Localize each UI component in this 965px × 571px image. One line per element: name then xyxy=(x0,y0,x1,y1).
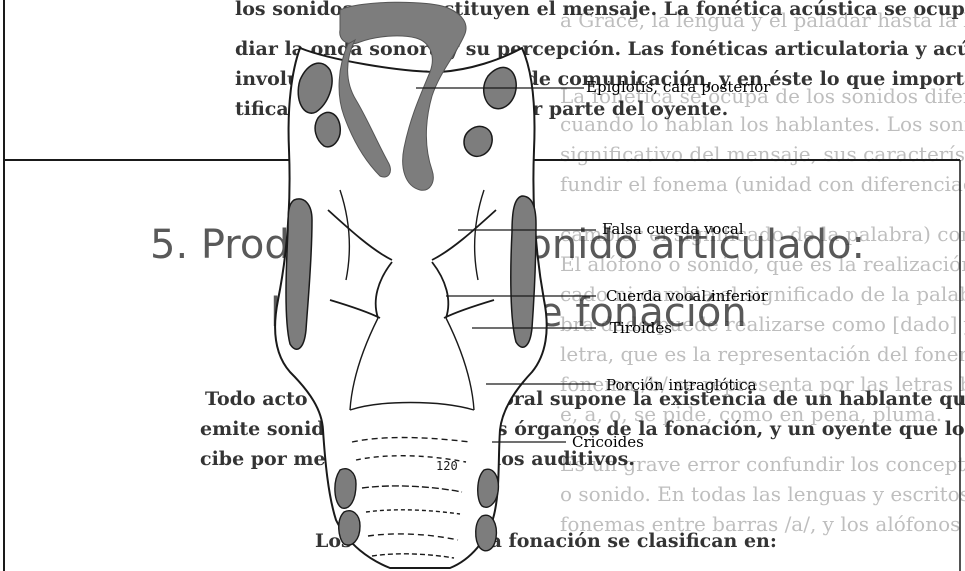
cricoid-shading-left-2 xyxy=(339,511,360,545)
cricoid-shading-right-2 xyxy=(476,515,497,551)
label-tiroides: Tiroides xyxy=(610,319,672,337)
cricoid-shading-right xyxy=(478,469,499,507)
label-intraglotica: Porción intraglótica xyxy=(606,376,757,394)
label-epiglotis: Epiglotis, cara posterior xyxy=(586,78,770,96)
trachea-tag: 120 xyxy=(436,459,458,473)
label-cricoides: Cricoides xyxy=(572,433,644,451)
label-cuerda-inferior: Cuerda vocal inferior xyxy=(606,287,768,305)
label-falsa-cuerda: Falsa cuerda vocal xyxy=(602,220,744,238)
thyroid-shading-right xyxy=(511,196,536,347)
cricoid-shading-left xyxy=(335,469,356,508)
cartilage-tip-left-2 xyxy=(315,112,340,146)
cartilage-tip-right-2 xyxy=(464,126,492,156)
